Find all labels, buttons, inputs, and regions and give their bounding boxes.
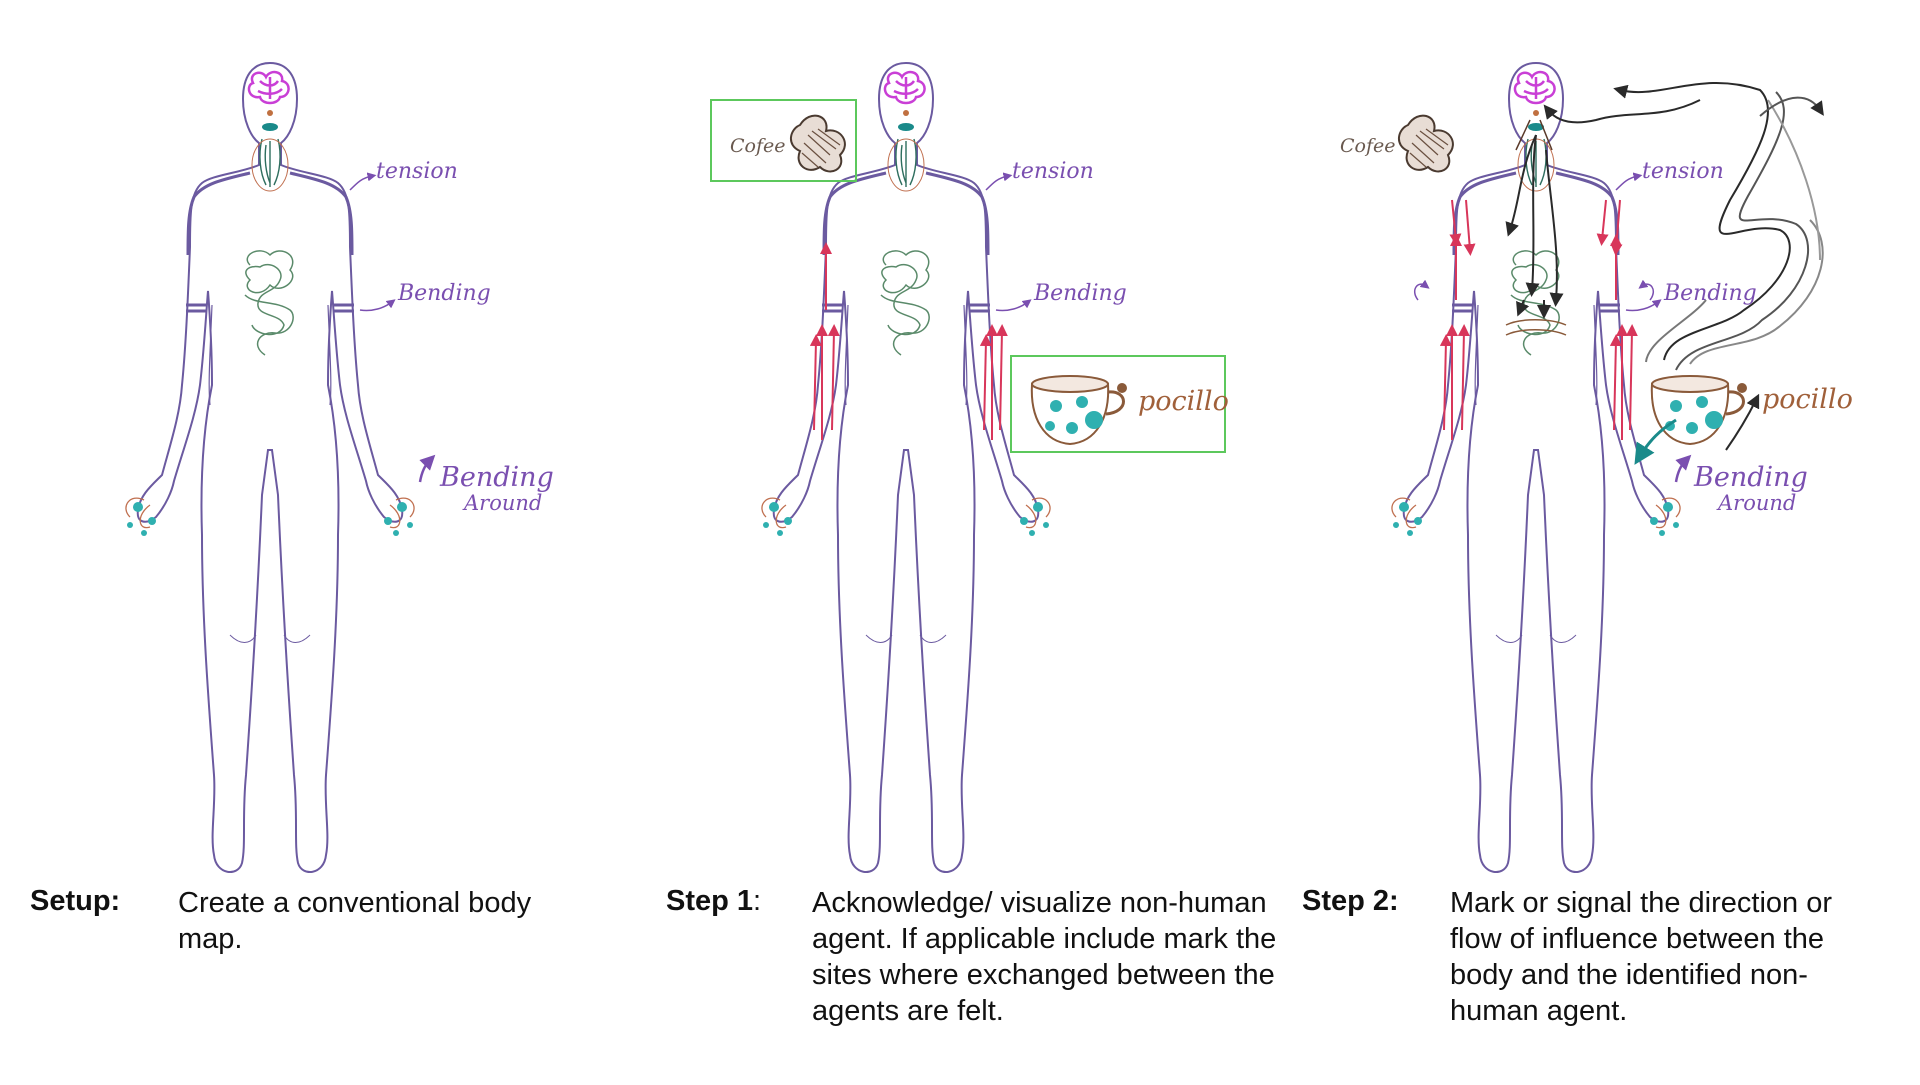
coffee-cup-step1 [1030, 374, 1129, 446]
tension-label-setup: tension [376, 159, 458, 184]
coffee-cup-step2 [1650, 374, 1749, 446]
bending-around-label-2-step2: Around [1716, 491, 1796, 515]
body-outline-step1 [760, 61, 1052, 874]
bending-around-label-1-setup: Bending [439, 462, 554, 493]
step1-panel: Cofee tension Bending pocillo [710, 61, 1229, 874]
coffee-highlight-box-step1 [710, 99, 857, 182]
body-outline-step2 [1390, 61, 1682, 874]
tension-label-step2: tension [1642, 159, 1724, 184]
step1-caption-text: Acknowledge/ visualize non-human agent. … [812, 887, 1277, 1027]
step1-caption-colon: : [753, 885, 762, 917]
coffee-stain-step2 [1397, 114, 1454, 173]
bending-label-setup: Bending [397, 281, 491, 306]
step2-caption-text: Mark or signal the direction or flow of … [1450, 887, 1832, 1027]
coffee-stain-step1 [789, 114, 846, 173]
bending-label-step1: Bending [1033, 281, 1127, 306]
tension-label-step1: tension [1012, 159, 1094, 184]
step1-caption-label: Step 1: [666, 885, 761, 918]
bending-around-label-2-setup: Around [462, 491, 542, 515]
pocillo-label-step2: pocillo [1762, 384, 1853, 415]
setup-panel: tension Bending Bending Around [124, 61, 554, 874]
step1-caption-label-text: Step 1 [666, 885, 754, 917]
coffee-label-step2: Cofee [1340, 135, 1396, 157]
pocillo-label-step1: pocillo [1138, 386, 1229, 417]
step2-panel: Cofee tension Bending pocillo Bending Ar… [1340, 61, 1853, 874]
setup-caption-label: Setup: [30, 885, 121, 917]
setup-caption-text: Create a conventional body map. [178, 887, 532, 955]
body-outline-setup [124, 61, 416, 874]
bending-label-step2: Bending [1663, 281, 1757, 306]
step2-caption-label: Step 2: [1302, 885, 1399, 917]
cup-highlight-box-step1 [1010, 355, 1226, 453]
bending-around-label-1-step2: Bending [1693, 462, 1808, 493]
coffee-label-step1: Cofee [730, 135, 786, 157]
